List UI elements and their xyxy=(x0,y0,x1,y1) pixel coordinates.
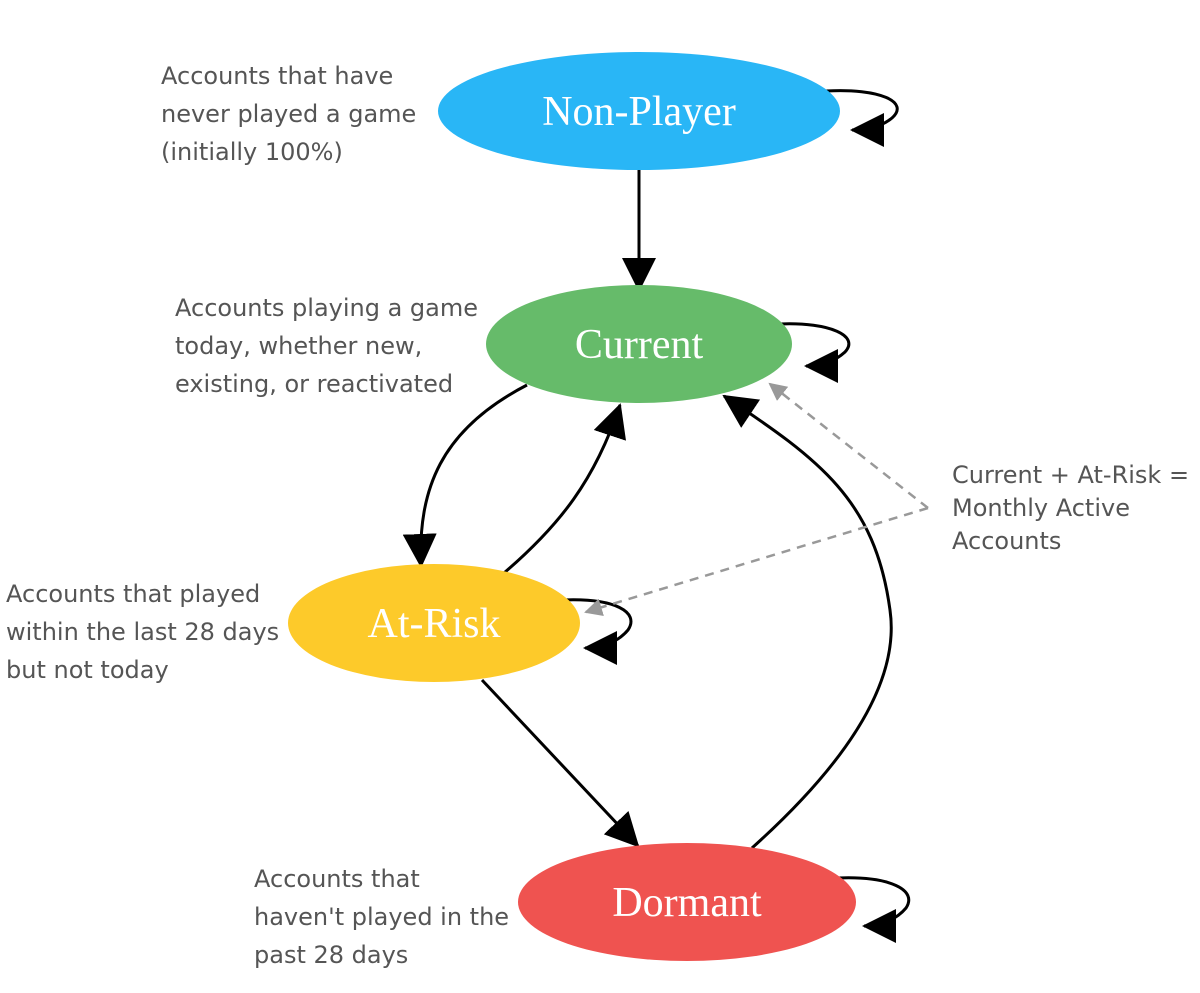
edge-current-self xyxy=(779,322,851,383)
description-line: (initially 100%) xyxy=(161,138,343,166)
annotation-line: Monthly Active xyxy=(952,494,1130,522)
edge-at-risk-to-current xyxy=(503,403,626,575)
node-dormant: Dormant xyxy=(518,843,856,961)
description-line: today, whether new, xyxy=(175,332,423,360)
node-label-current: Current xyxy=(575,322,704,368)
edge-non-player-self xyxy=(825,89,899,147)
edge-dormant-to-current xyxy=(722,394,893,850)
annotation-monthly-active: Current + At-Risk = Monthly Active Accou… xyxy=(952,459,1189,558)
description-current: Accounts playing a game today, whether n… xyxy=(175,289,478,403)
edge-dormant-self xyxy=(837,876,911,943)
description-at-risk: Accounts that played within the last 28 … xyxy=(6,575,279,689)
edge-at-risk-to-dormant xyxy=(480,678,640,848)
description-line: Accounts playing a game xyxy=(175,294,479,322)
description-line: past 28 days xyxy=(254,941,409,969)
description-line: existing, or reactivated xyxy=(175,370,454,398)
edge-current-to-at-risk xyxy=(402,383,528,568)
node-non-player: Non-Player xyxy=(438,52,840,170)
description-line: but not today xyxy=(6,656,169,684)
description-non-player: Accounts that have never played a game (… xyxy=(161,57,416,171)
node-at-risk: At-Risk xyxy=(288,564,580,682)
annotation-line-to-current xyxy=(768,382,929,509)
description-line: Accounts that played xyxy=(6,580,261,608)
node-label-dormant: Dormant xyxy=(612,880,762,926)
description-line: Accounts that xyxy=(254,865,420,893)
annotation-line: Current + At-Risk = xyxy=(952,461,1190,489)
node-current: Current xyxy=(486,285,792,403)
annotation-line: Accounts xyxy=(952,527,1062,555)
description-line: within the last 28 days xyxy=(6,618,280,646)
node-label-at-risk: At-Risk xyxy=(367,601,500,647)
annotation-line-to-at-risk xyxy=(584,506,929,616)
description-line: never played a game xyxy=(161,100,417,128)
description-dormant: Accounts that haven't played in the past… xyxy=(254,860,509,974)
node-label-non-player: Non-Player xyxy=(542,89,736,135)
description-line: Accounts that have xyxy=(161,62,394,90)
description-line: haven't played in the xyxy=(254,903,510,931)
